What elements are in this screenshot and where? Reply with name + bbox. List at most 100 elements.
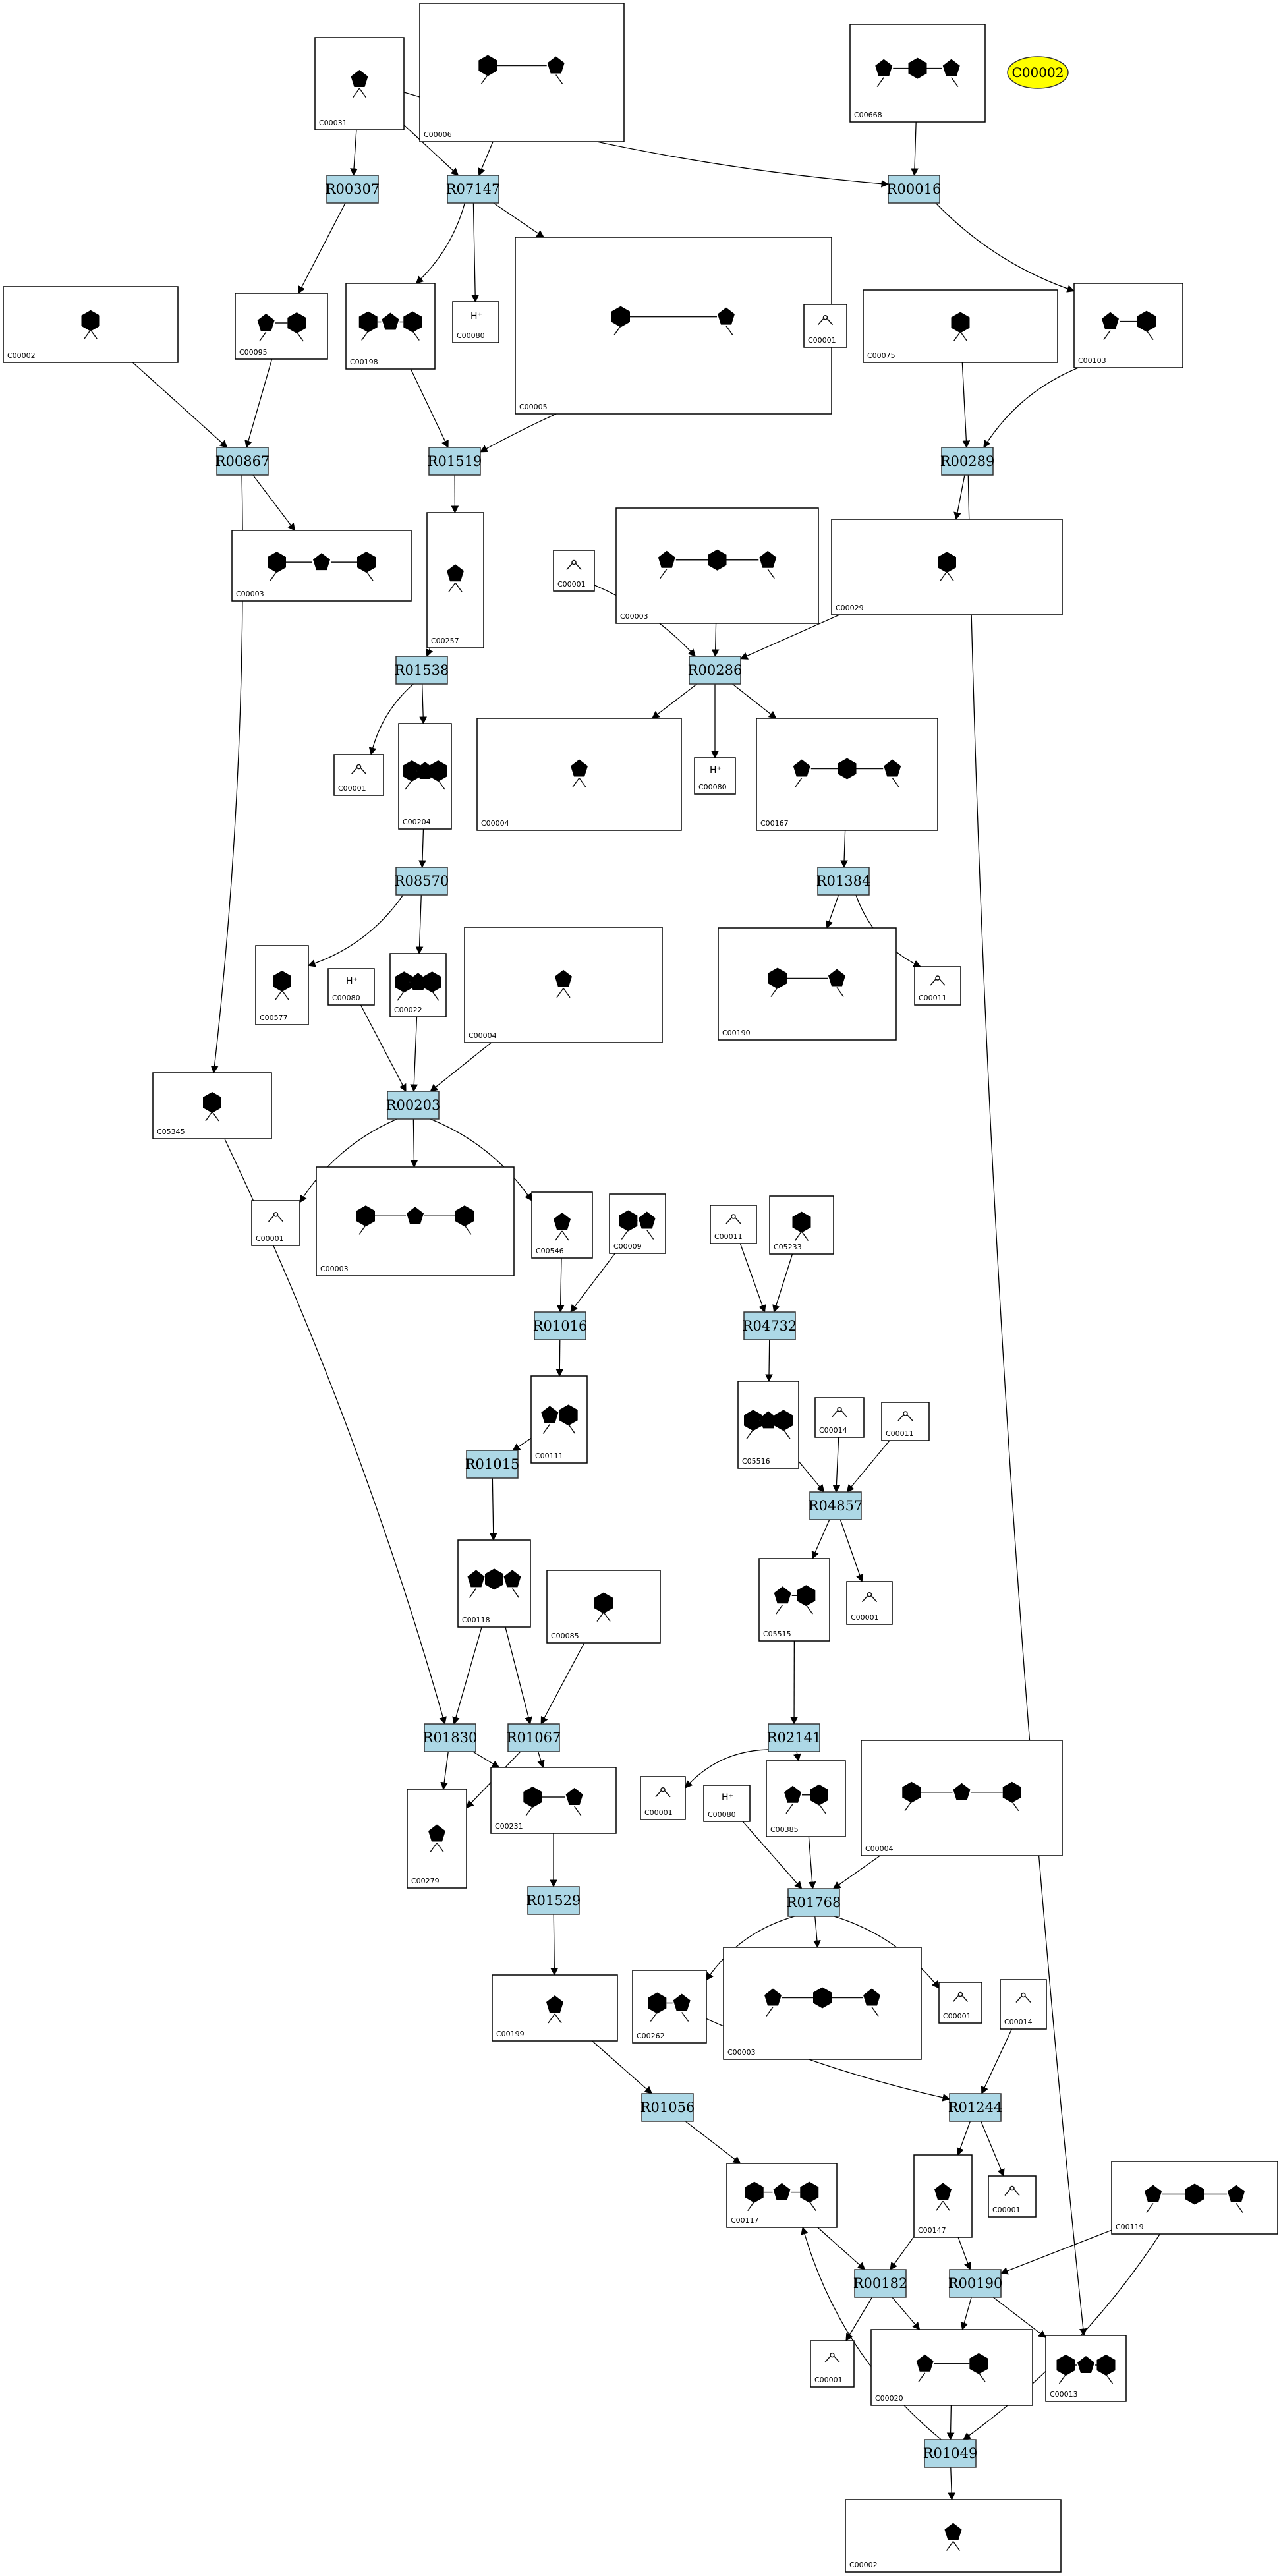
- compound-c00006[interactable]: C00006: [419, 3, 625, 142]
- compound-c00004[interactable]: C00004: [476, 718, 682, 831]
- compound-c00257[interactable]: C00257: [426, 512, 484, 648]
- compound-c00080[interactable]: H⁺C00080: [694, 757, 736, 795]
- compound-c00005[interactable]: C00005: [515, 237, 832, 415]
- compound-c00001[interactable]: C00001: [810, 2340, 855, 2388]
- compound-c00147[interactable]: C00147: [913, 2154, 973, 2238]
- compound-c00190[interactable]: C00190: [718, 927, 897, 1041]
- compound-c00001[interactable]: C00001: [553, 550, 595, 592]
- compound-c05345[interactable]: C05345: [152, 1072, 272, 1139]
- edge-arrow: [410, 368, 449, 449]
- compound-c00013[interactable]: C00013: [1045, 2335, 1127, 2402]
- compound-symbol: H⁺: [710, 765, 722, 776]
- compound-c00167[interactable]: C00167: [756, 718, 938, 831]
- reaction-r00289[interactable]: R00289: [940, 447, 995, 476]
- compound-c00385[interactable]: C00385: [766, 1760, 846, 1837]
- reaction-r04857[interactable]: R04857: [809, 1491, 863, 1520]
- structure-drawing: [934, 2183, 952, 2211]
- reaction-r07147[interactable]: R07147: [446, 175, 501, 204]
- compound-c00119[interactable]: C00119: [1111, 2161, 1278, 2235]
- reaction-r00016[interactable]: R00016: [887, 175, 942, 204]
- reaction-r01384[interactable]: R01384: [816, 867, 871, 896]
- reaction-r01015[interactable]: R01015: [465, 1450, 520, 1479]
- reaction-label: R01244: [948, 2100, 1003, 2115]
- reaction-r01768[interactable]: R01768: [787, 1888, 841, 1917]
- reaction-r02141[interactable]: R02141: [767, 1723, 822, 1752]
- compound-c00003[interactable]: C00003: [615, 507, 819, 624]
- compound-c00080[interactable]: H⁺C00080: [327, 968, 375, 1006]
- reaction-r00203[interactable]: R00203: [386, 1091, 441, 1120]
- compound-c00080[interactable]: H⁺C00080: [703, 1785, 751, 1822]
- reaction-r08570[interactable]: R08570: [395, 867, 449, 896]
- reaction-r00867[interactable]: R00867: [215, 447, 270, 476]
- target-compound[interactable]: C00002: [1007, 56, 1069, 89]
- compound-c00001[interactable]: C00001: [938, 1982, 982, 2024]
- compound-c00262[interactable]: C00262: [632, 1970, 707, 2044]
- reaction-r01519[interactable]: R01519: [428, 447, 482, 476]
- compound-c00668[interactable]: C00668: [849, 24, 986, 123]
- compound-c00002[interactable]: C00002: [845, 2499, 1062, 2573]
- reaction-label: R01519: [428, 453, 482, 469]
- reaction-r00190[interactable]: R00190: [948, 2269, 1003, 2298]
- edge-arrow: [299, 1118, 397, 1203]
- compound-c00003[interactable]: C00003: [723, 1947, 922, 2060]
- compound-c00022[interactable]: C00022: [389, 953, 447, 1017]
- compound-c00020[interactable]: C00020: [870, 2329, 1033, 2406]
- compound-c00204[interactable]: C00204: [398, 723, 452, 830]
- reaction-r01538[interactable]: R01538: [395, 656, 449, 685]
- compound-c00029[interactable]: C00029: [831, 519, 1063, 615]
- reaction-r01529[interactable]: R01529: [526, 1886, 581, 1915]
- reaction-r01056[interactable]: R01056: [640, 2093, 695, 2122]
- compound-c00011[interactable]: C00011: [881, 1402, 930, 1441]
- compound-c00117[interactable]: C00117: [726, 2163, 838, 2228]
- reaction-r01244[interactable]: R01244: [948, 2093, 1003, 2122]
- edge-arrow: [801, 2226, 942, 2440]
- water-structure: [824, 2352, 840, 2363]
- edge-arrow: [739, 614, 840, 660]
- structure-drawing: [764, 1987, 880, 2017]
- reaction-r01067[interactable]: R01067: [507, 1723, 561, 1752]
- compound-c00001[interactable]: C00001: [640, 1776, 686, 1820]
- reaction-r01830[interactable]: R01830: [423, 1723, 478, 1752]
- compound-c00004[interactable]: C00004: [464, 927, 663, 1043]
- reaction-r01016[interactable]: R01016: [533, 1311, 588, 1340]
- reaction-r00286[interactable]: R00286: [688, 656, 743, 685]
- compound-c00001[interactable]: C00001: [803, 304, 847, 348]
- compound-c00231[interactable]: C00231: [490, 1767, 617, 1834]
- reaction-r01049[interactable]: R01049: [923, 2439, 978, 2468]
- compound-c00014[interactable]: C00014: [814, 1397, 865, 1438]
- compound-c00075[interactable]: C00075: [863, 289, 1058, 363]
- compound-c00198[interactable]: C00198: [345, 283, 436, 370]
- compound-c00001[interactable]: C00001: [251, 1200, 300, 1246]
- compound-c00279[interactable]: C00279: [407, 1789, 467, 1889]
- compound-c00001[interactable]: C00001: [846, 1581, 893, 1625]
- compound-c00085[interactable]: C00085: [546, 1570, 661, 1644]
- compound-c00014[interactable]: C00014: [1000, 1979, 1047, 2030]
- compound-c00095[interactable]: C00095: [235, 293, 328, 360]
- reaction-r00307[interactable]: R00307: [326, 175, 380, 204]
- edge-arrow: [911, 121, 919, 177]
- compound-c00011[interactable]: C00011: [914, 966, 961, 1006]
- compound-c00103[interactable]: C00103: [1073, 283, 1183, 368]
- compound-c05515[interactable]: C05515: [758, 1558, 830, 1642]
- compound-c00003[interactable]: C00003: [316, 1166, 515, 1276]
- compound-c00001[interactable]: C00001: [333, 754, 384, 796]
- compound-c00011[interactable]: C00011: [710, 1205, 757, 1244]
- compound-c00546[interactable]: C00546: [531, 1191, 593, 1259]
- compound-c00001[interactable]: C00001: [988, 2175, 1037, 2218]
- compound-c00002[interactable]: C00002: [3, 286, 179, 363]
- compound-c00009[interactable]: C00009: [609, 1193, 666, 1254]
- compound-c05516[interactable]: C05516: [737, 1381, 799, 1469]
- compound-c00199[interactable]: C00199: [492, 1974, 618, 2042]
- reaction-r00182[interactable]: R00182: [853, 2269, 908, 2298]
- reaction-r04732[interactable]: R04732: [743, 1311, 797, 1340]
- compound-c00111[interactable]: C00111: [530, 1375, 588, 1464]
- compound-c00003[interactable]: C00003: [231, 530, 412, 602]
- compound-id: C00001: [992, 2206, 1021, 2214]
- compound-c00118[interactable]: C00118: [457, 1539, 531, 1628]
- compound-c00577[interactable]: C00577: [255, 945, 309, 1025]
- compound-c00004[interactable]: C00004: [861, 1740, 1063, 1856]
- structure-drawing: [619, 1210, 656, 1240]
- compound-c00031[interactable]: C00031: [314, 37, 405, 130]
- compound-c05233[interactable]: C05233: [769, 1195, 834, 1255]
- compound-c00080[interactable]: H⁺C00080: [452, 301, 499, 343]
